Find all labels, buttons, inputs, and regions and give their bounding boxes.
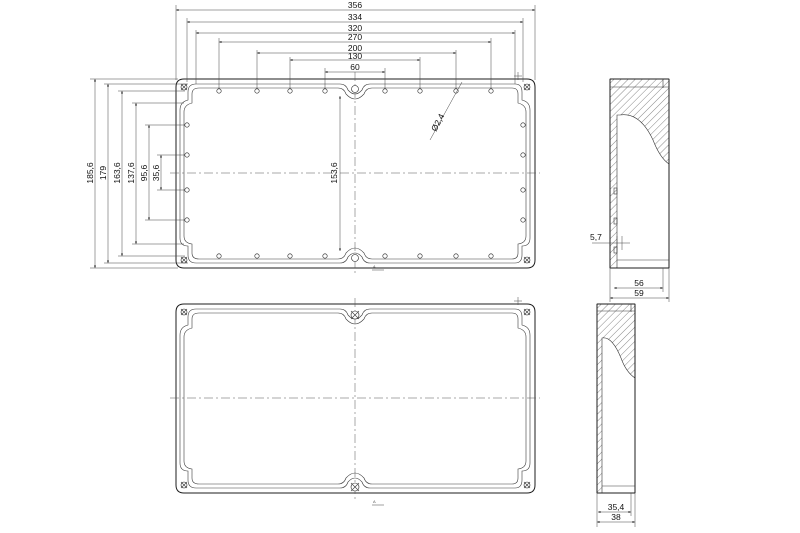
dim-lid-depth-35-4: 35,4: [608, 502, 625, 512]
top-view-inner-groove: [179, 83, 531, 264]
dim-height-185-6: 185,6: [85, 162, 95, 184]
hole-row-bottom: [216, 253, 494, 259]
width-dimensions: 356 334 320 270 200 130 60: [175, 0, 536, 89]
top-view: 356 334 320 270 200 130 60: [85, 0, 540, 275]
section-mark-a-top: A: [373, 264, 376, 269]
dim-height-95-6: 95,6: [139, 164, 149, 181]
dim-width-60: 60: [350, 62, 360, 72]
dim-width-356: 356: [348, 0, 362, 10]
dim-height-137-6: 137,6: [126, 162, 136, 184]
corner-screws: [180, 83, 531, 264]
dim-height-35-6: 35,6: [151, 164, 161, 181]
dim-step-5-7: 5,7: [590, 232, 602, 242]
hole-column-right: [520, 122, 526, 223]
dim-width-334: 334: [348, 12, 362, 22]
lid-outline: [175, 303, 536, 494]
hole-column-left: [184, 122, 190, 223]
dim-depth-56: 56: [634, 278, 644, 288]
dim-lid-depth-38: 38: [611, 512, 621, 522]
dim-height-163-6: 163,6: [112, 162, 122, 184]
dim-depth-59: 59: [634, 288, 644, 298]
dim-width-130: 130: [348, 51, 362, 61]
lid-side-view: 35,4 38: [596, 303, 636, 527]
section-mark-a-lid: A: [373, 499, 376, 504]
dim-width-270: 270: [348, 32, 362, 42]
dim-height-179: 179: [98, 166, 108, 180]
top-view-outline: [175, 78, 536, 269]
dim-center-153-6: 153,6: [329, 162, 339, 184]
dim-width-320: 320: [348, 23, 362, 33]
hole-row-top: [216, 88, 494, 94]
dim-width-200: 200: [348, 43, 362, 53]
lid-view: A: [170, 297, 540, 506]
side-view: 5,7 56 59: [590, 78, 670, 302]
height-dimensions: 185,6 179 163,6 137,6 95,6 35,6 153,6: [85, 78, 341, 269]
